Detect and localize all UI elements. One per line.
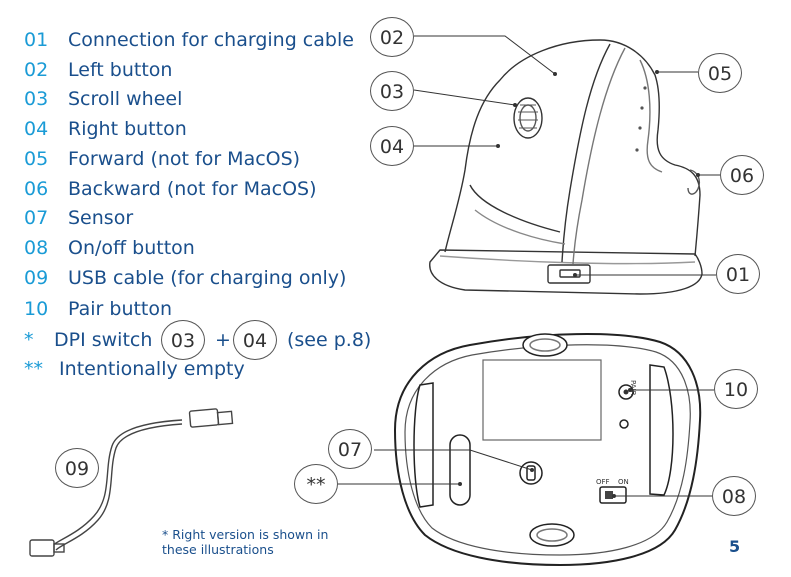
page-number: 5 [729, 537, 741, 556]
callout-10: 10 [714, 369, 758, 409]
bottom-outline-inner [404, 344, 691, 556]
callout-09: 09 [55, 448, 99, 488]
dpi-switch-note: * DPI switch 03 + 04 (see p.8) [24, 320, 374, 360]
charging-port [547, 264, 591, 284]
sensor [519, 461, 543, 485]
label-area [482, 359, 602, 441]
callout-01: 01 [716, 254, 760, 294]
off-text: OFF [596, 478, 610, 486]
scroll-wheel [513, 97, 543, 139]
dpi-ref-03: 03 [161, 320, 205, 360]
pair-text: PAIR [629, 380, 637, 396]
callout-08: 08 [712, 476, 756, 516]
callout-05: 05 [698, 53, 742, 93]
leader-lines [338, 35, 720, 498]
mouse-base [429, 249, 703, 295]
mouse-side-view [429, 39, 703, 295]
mouse-bottom-view [393, 333, 702, 567]
on-text: ON [618, 478, 629, 486]
callout-07: 07 [328, 429, 372, 469]
on-off-switch [599, 486, 627, 504]
footnote: * Right version is shown in these illust… [162, 527, 329, 557]
intentionally-empty-note: ** Intentionally empty [24, 358, 245, 380]
bottom-outline-outer [393, 333, 702, 567]
usb-cable [29, 408, 234, 557]
pair-button [618, 384, 634, 400]
callout-02: 02 [370, 17, 414, 57]
mouse-body [444, 39, 701, 257]
callout-04: 04 [370, 126, 414, 166]
dpi-ref-04: 04 [233, 320, 277, 360]
callout-03: 03 [370, 71, 414, 111]
callout-06: 06 [720, 155, 764, 195]
callout-intentionally-empty: ** [294, 464, 338, 504]
